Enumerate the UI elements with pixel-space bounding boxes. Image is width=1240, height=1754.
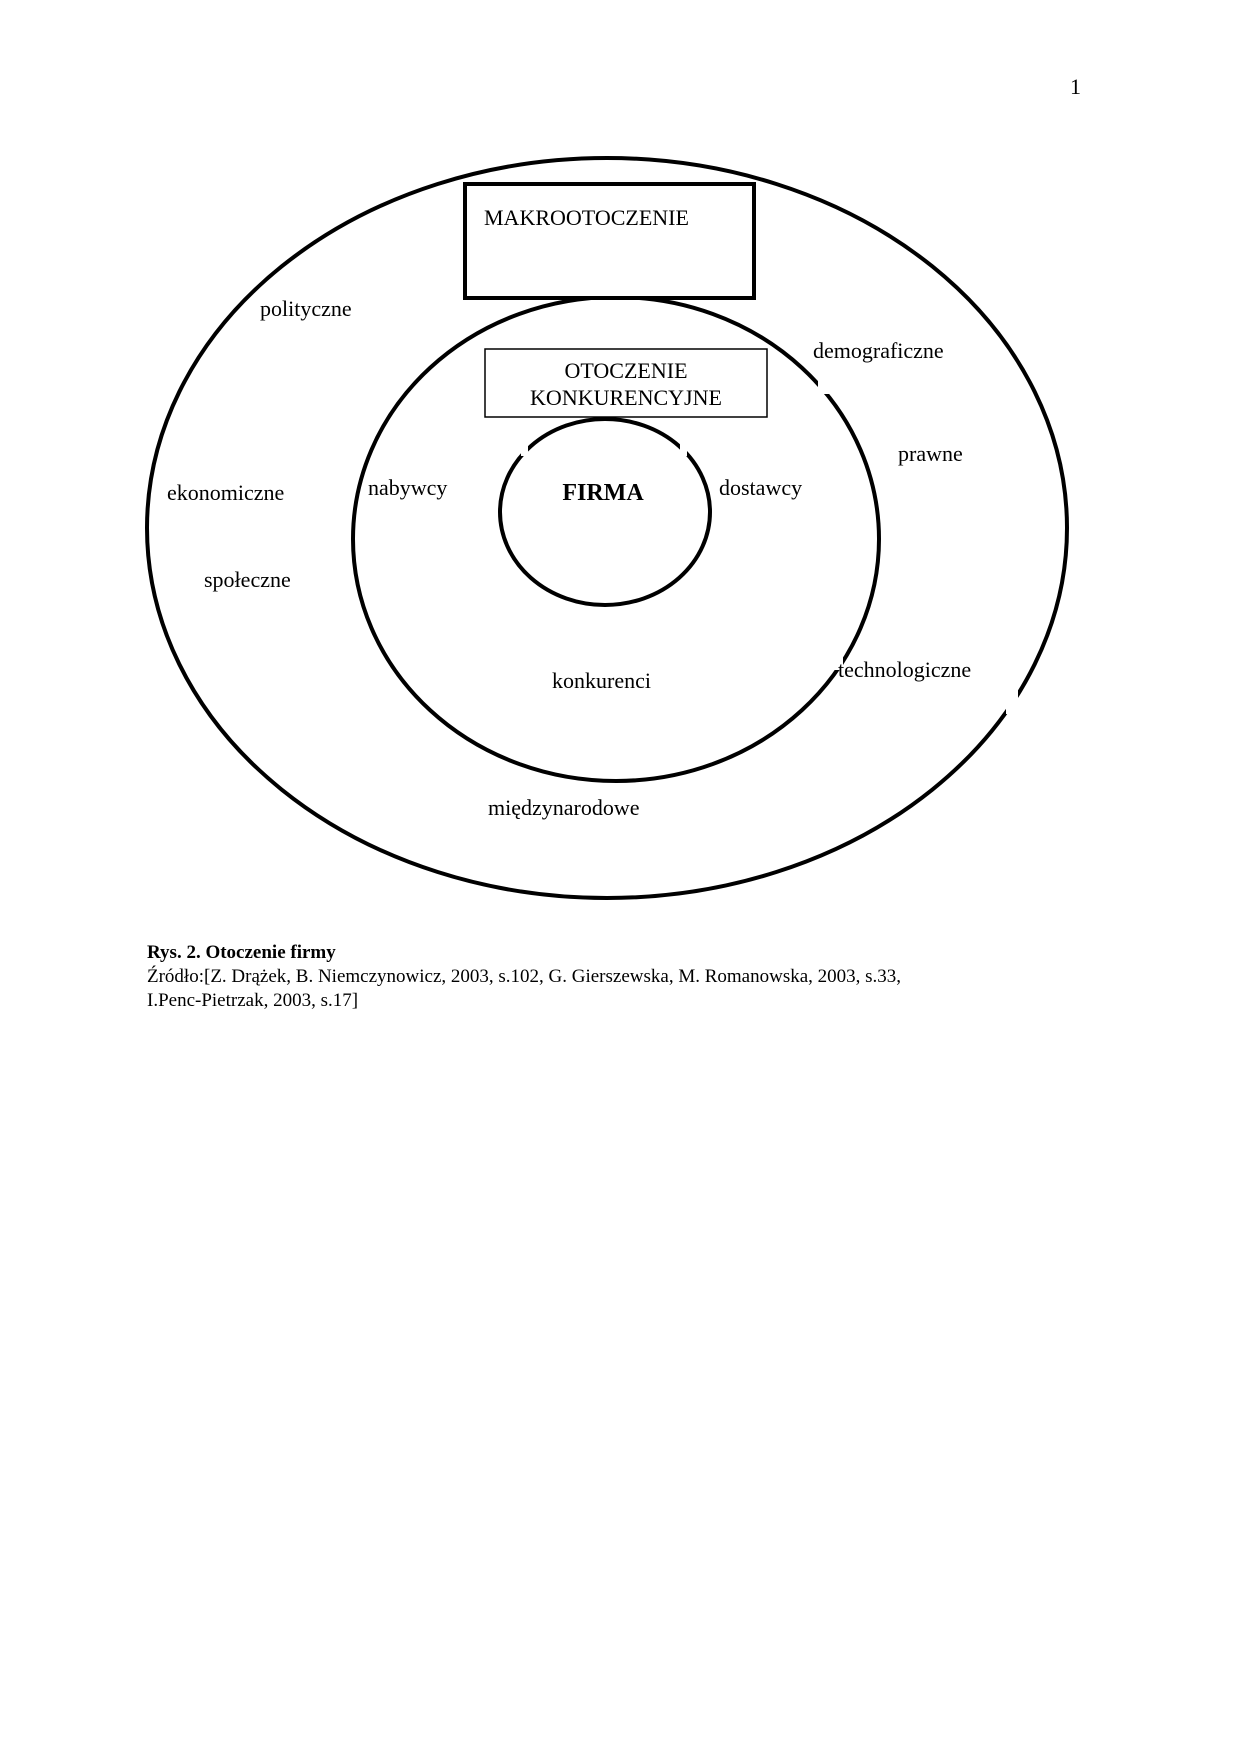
competitive-environment-box xyxy=(484,348,768,418)
competitive-environment-label-line2: KONKURENCYJNE xyxy=(530,385,722,410)
factor-technologiczne: technologiczne xyxy=(838,657,971,682)
macro-environment-box xyxy=(463,182,756,300)
factor-polityczne: polityczne xyxy=(260,296,352,321)
factor-konkurenci: konkurenci xyxy=(552,668,651,693)
competitive-environment-label-line1: OTOCZENIE xyxy=(564,358,687,383)
factor-nabywcy: nabywcy xyxy=(368,475,447,500)
figure-caption: Rys. 2. Otoczenie firmy Źródło:[Z. Drąże… xyxy=(147,941,1007,1013)
factor-spoleczne: społeczne xyxy=(204,567,291,592)
caption-source-line1: Źródło:[Z. Drążek, B. Niemczynowicz, 200… xyxy=(147,966,902,987)
caption-source-line2: I.Penc-Pietrzak, 2003, s.17] xyxy=(147,990,359,1011)
inner-ellipse xyxy=(498,417,712,607)
outer-ellipse xyxy=(145,156,1069,900)
inner-ellipse-gap-left xyxy=(521,444,528,456)
firm-label: FIRMA xyxy=(562,480,644,506)
inner-ellipse-gap-right xyxy=(680,444,687,456)
middle-ellipse-gap-top xyxy=(818,374,832,394)
factor-miedzynarodowe: międzynarodowe xyxy=(488,795,640,820)
outer-ellipse-gap xyxy=(1006,690,1018,714)
macro-environment-label: MAKROOTOCZENIE xyxy=(484,205,689,230)
caption-title: Rys. 2. Otoczenie firmy xyxy=(147,942,336,963)
page-number: 1 xyxy=(1070,74,1081,99)
middle-ellipse-gap-bottom xyxy=(831,652,843,670)
factor-demograficzne: demograficzne xyxy=(813,338,944,363)
factor-prawne: prawne xyxy=(898,441,963,466)
factor-dostawcy: dostawcy xyxy=(719,475,802,500)
factor-ekonomiczne: ekonomiczne xyxy=(167,480,284,505)
